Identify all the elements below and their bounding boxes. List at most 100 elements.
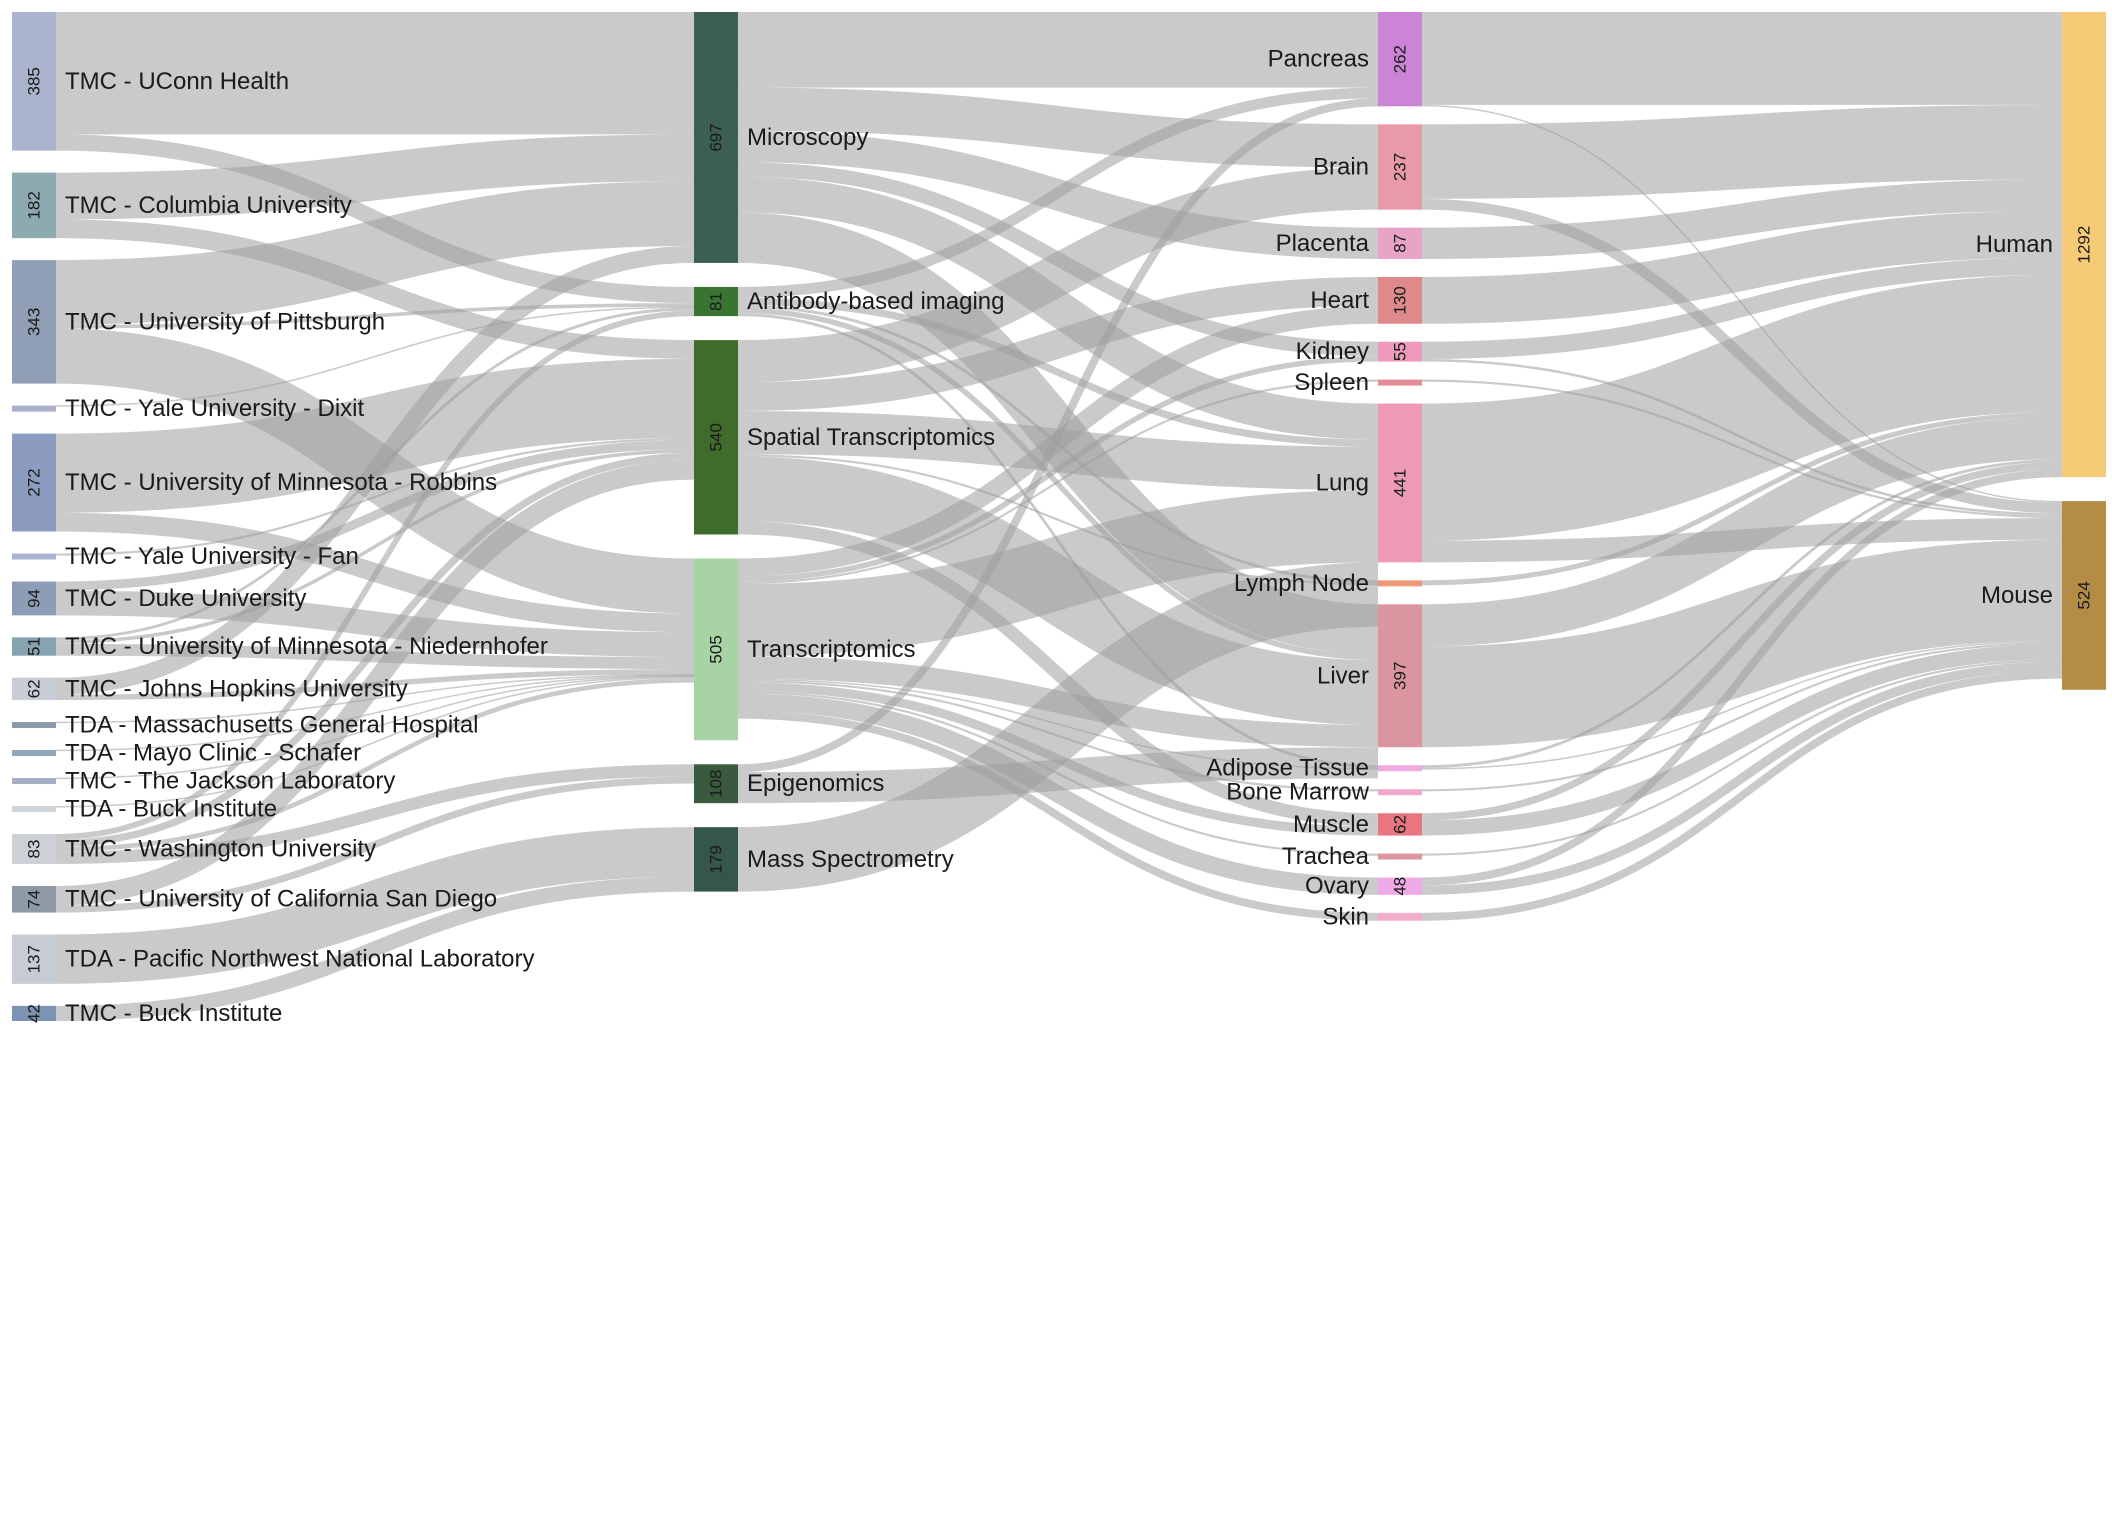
node-umn_nied	[12, 637, 56, 656]
node-value-pnnl: 137	[25, 945, 44, 973]
node-label-wustl: TMC - Washington University	[65, 835, 376, 862]
node-lung	[1378, 403, 1422, 563]
flow-link-bone-to-mouse	[1421, 641, 2063, 792]
flow-link-st-to-heart	[737, 276, 1379, 411]
node-spleen	[1378, 379, 1422, 386]
node-value-ab: 81	[707, 292, 726, 311]
node-value-columbia: 182	[25, 191, 44, 219]
node-lymph	[1378, 580, 1422, 587]
flow-link-tx-to-ovary	[737, 693, 1379, 895]
node-label-yale_dixit: TMC - Yale University - Dixit	[65, 395, 364, 422]
node-value-kidney: 55	[1391, 342, 1410, 361]
flow-link-muscle-to-human	[1421, 462, 2063, 821]
node-pitt	[12, 260, 56, 384]
flow-link-lymph-to-human	[1421, 411, 2063, 586]
node-duke	[12, 581, 56, 616]
node-yale_dixit	[12, 405, 56, 412]
node-label-spleen: Spleen	[1294, 369, 1369, 396]
flow-link-umn_nied-to-tx	[55, 643, 695, 669]
node-value-duke: 94	[25, 589, 44, 608]
node-label-micro: Microscopy	[747, 124, 868, 151]
node-mouse	[2062, 501, 2106, 690]
node-jhu	[12, 677, 56, 701]
node-label-jhu: TMC - Johns Hopkins University	[65, 675, 408, 702]
flow-link-lung-to-human	[1421, 274, 2063, 541]
node-value-lung: 441	[1391, 469, 1410, 497]
flow-link-trachea-to-mouse	[1421, 659, 2063, 856]
flow-link-wustl-to-st	[55, 452, 695, 847]
node-adipose	[1378, 765, 1422, 772]
flow-link-adipose-to-mouse	[1421, 640, 2063, 770]
flow-link-micro-to-lung	[737, 176, 1379, 440]
node-value-muscle: 62	[1391, 815, 1410, 834]
node-label-buck_tda: TDA - Buck Institute	[65, 796, 277, 823]
flow-link-adipose-to-human	[1421, 459, 2063, 769]
node-value-mouse: 524	[2075, 581, 2094, 609]
node-pancreas	[1378, 12, 1422, 107]
node-label-umn_nied: TMC - University of Minnesota - Niedernh…	[65, 633, 548, 660]
flow-link-buck_tda-to-tx	[55, 676, 695, 808]
node-value-wustl: 83	[25, 840, 44, 859]
node-label-muscle: Muscle	[1293, 811, 1369, 838]
node-trachea	[1378, 853, 1422, 860]
flow-link-tx-to-kidney	[737, 356, 1379, 582]
node-label-uconn: TMC - UConn Health	[65, 68, 289, 95]
flow-link-buck_tmc-to-ms	[55, 876, 695, 1021]
flow-link-placenta-to-human	[1421, 179, 2063, 259]
node-label-skin: Skin	[1322, 903, 1369, 930]
flow-link-yale_fan-to-st	[55, 438, 695, 556]
node-label-heart: Heart	[1310, 287, 1369, 314]
flow-link-mayo-to-tx	[55, 674, 695, 752]
node-label-st: Spatial Transcriptomics	[747, 424, 995, 451]
flow-link-wustl-to-tx	[55, 678, 695, 852]
node-label-umn_robbins: TMC - University of Minnesota - Robbins	[65, 469, 497, 496]
node-label-adipose: Adipose Tissue	[1206, 755, 1369, 782]
flow-link-duke-to-st	[55, 440, 695, 591]
node-value-ovary: 48	[1391, 877, 1410, 896]
node-label-ovary: Ovary	[1305, 873, 1369, 900]
node-liver	[1378, 604, 1422, 748]
node-wustl	[12, 834, 56, 864]
node-label-lymph: Lymph Node	[1234, 570, 1369, 597]
node-bone	[1378, 789, 1422, 796]
flow-link-pitt-to-ab	[55, 303, 695, 329]
flow-link-ucsd-to-st	[55, 459, 695, 906]
node-value-heart: 130	[1391, 286, 1410, 314]
flow-link-umn_nied-to-st	[55, 449, 695, 644]
flow-link-st-to-brain	[737, 167, 1379, 383]
node-value-buck_tmc: 42	[25, 1004, 44, 1023]
node-label-mouse: Mouse	[1981, 582, 2053, 609]
node-label-mayo: TDA - Mayo Clinic - Schafer	[65, 740, 361, 767]
node-value-ms: 179	[707, 845, 726, 873]
node-label-duke: TMC - Duke University	[65, 585, 306, 612]
node-human	[2062, 12, 2106, 478]
flow-link-duke-to-tx	[55, 590, 695, 658]
node-micro	[694, 12, 738, 263]
node-label-bone: Bone Marrow	[1226, 779, 1369, 806]
node-placenta	[1378, 227, 1422, 259]
flow-link-ovary-to-mouse	[1421, 661, 2063, 895]
node-label-kidney: Kidney	[1296, 338, 1369, 365]
node-pnnl	[12, 934, 56, 984]
node-buck_tmc	[12, 1005, 56, 1021]
node-label-mgh: TDA - Massachusetts General Hospital	[65, 712, 479, 739]
node-value-uconn: 385	[25, 67, 44, 95]
flow-link-tx-to-lung	[737, 489, 1379, 657]
node-epi	[694, 764, 738, 804]
node-value-jhu: 62	[25, 679, 44, 698]
flow-link-columbia-to-micro	[55, 134, 695, 220]
node-value-micro: 697	[707, 123, 726, 151]
flow-link-ab-to-lung	[737, 297, 1379, 447]
node-buck_tda	[12, 806, 56, 813]
flow-links	[55, 11, 2063, 1021]
node-label-human: Human	[1976, 231, 2053, 258]
node-mayo	[12, 750, 56, 757]
node-kidney	[1378, 341, 1422, 362]
flow-link-micro-to-brain	[737, 87, 1379, 168]
flow-link-epi-to-liver	[737, 747, 1379, 804]
node-heart	[1378, 276, 1422, 324]
node-label-jax: TMC - The Jackson Laboratory	[65, 768, 395, 795]
flow-nodes	[12, 12, 2106, 1021]
node-label-placenta: Placenta	[1276, 230, 1370, 257]
